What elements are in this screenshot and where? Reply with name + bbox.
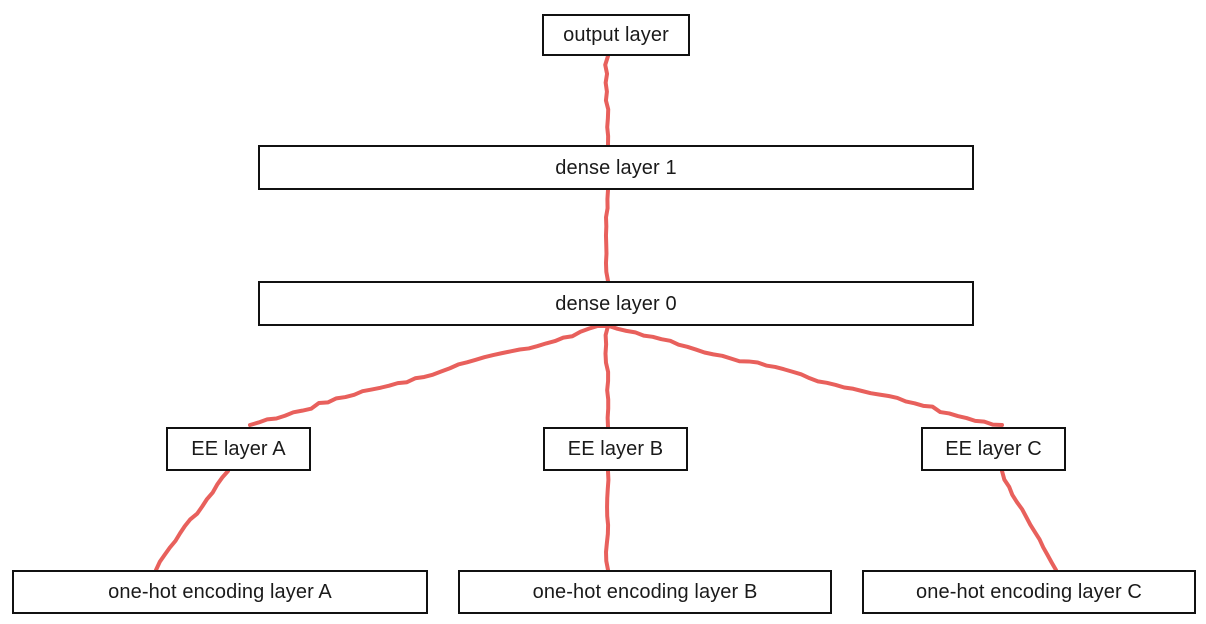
edge-onehot-c-to-ee-c [1000,469,1058,572]
node-label-one-hot-encoding-layer-a: one-hot encoding layer A [108,581,332,603]
node-label-dense-layer-0: dense layer 0 [555,292,677,315]
edge-onehot-b-to-ee-b [604,469,611,572]
node-label-ee-layer-a: EE layer A [191,438,286,460]
node-label-output-layer: output layer [563,24,669,46]
node-output-layer[interactable]: output layer [542,14,690,56]
node-label-one-hot-encoding-layer-c: one-hot encoding layer C [916,581,1142,603]
node-dense-layer-1[interactable]: dense layer 1 [258,145,974,190]
edge-dense0-to-dense1 [603,188,610,283]
node-label-one-hot-encoding-layer-b: one-hot encoding layer B [532,581,758,603]
node-ee-layer-a[interactable]: EE layer A [166,427,311,471]
node-ee-layer-c[interactable]: EE layer C [921,427,1066,471]
edge-ee-a-to-dense0 [248,323,609,427]
node-one-hot-encoding-layer-c[interactable]: one-hot encoding layer C [862,570,1196,614]
node-label-ee-layer-c: EE layer C [945,438,1042,460]
edge-ee-b-to-dense0 [603,324,611,429]
edge-ee-c-to-dense0 [607,324,1004,427]
node-label-ee-layer-b: EE layer B [567,438,664,460]
node-ee-layer-b[interactable]: EE layer B [543,427,688,471]
node-one-hot-encoding-layer-a[interactable]: one-hot encoding layer A [12,570,428,614]
edge-onehot-a-to-ee-a [154,469,230,572]
node-dense-layer-0[interactable]: dense layer 0 [258,281,974,326]
edge-dense1-to-output [603,54,611,147]
node-label-dense-layer-1: dense layer 1 [555,156,677,179]
node-one-hot-encoding-layer-b[interactable]: one-hot encoding layer B [458,570,832,614]
